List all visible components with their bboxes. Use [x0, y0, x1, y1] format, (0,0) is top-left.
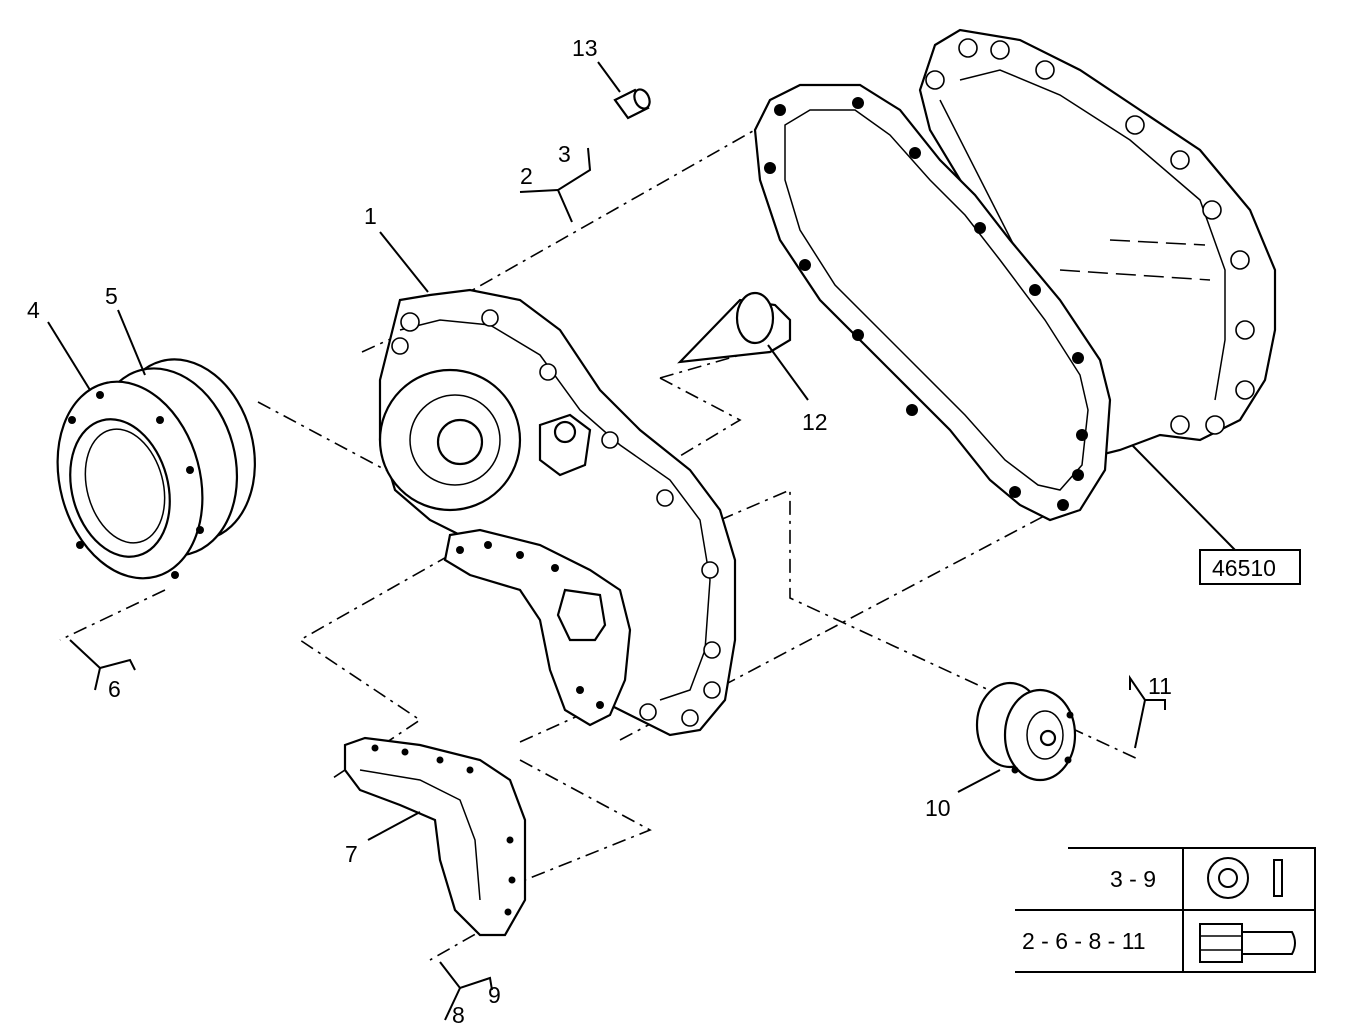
bolt-icon — [1199, 923, 1296, 963]
callout-6: 6 — [108, 676, 121, 702]
callout-7: 7 — [345, 841, 358, 867]
callout-11: 11 — [1148, 673, 1172, 699]
legend-table: 3 - 9 2 - 6 - 8 - 11 — [1015, 847, 1316, 973]
pump-flange — [975, 681, 1077, 782]
callout-3: 3 — [558, 141, 571, 167]
lower-cover — [343, 736, 527, 937]
breather-cone — [677, 291, 792, 364]
leader-lines — [47, 61, 1236, 1021]
bearing-retainer — [56, 358, 256, 580]
washer-icon — [1207, 857, 1283, 899]
reference-box: 46510 — [1199, 549, 1301, 585]
callout-4: 4 — [27, 297, 40, 323]
callout-9: 9 — [488, 982, 501, 1008]
inspection-plate — [443, 528, 632, 727]
callout-labels: 1 2 3 4 5 6 7 8 9 10 11 12 13 — [27, 35, 1172, 1028]
callout-8: 8 — [452, 1002, 465, 1028]
callout-13: 13 — [572, 35, 598, 61]
callout-1: 1 — [364, 203, 377, 229]
legend-row-1-label: 3 - 9 — [1110, 866, 1156, 892]
callout-5: 5 — [105, 283, 118, 309]
callout-10: 10 — [925, 795, 951, 821]
gasket — [753, 83, 1112, 522]
reference-box-label: 46510 — [1212, 555, 1276, 581]
dowel-pin — [613, 88, 651, 120]
legend-row-2-label: 2 - 6 - 8 - 11 — [1022, 928, 1146, 954]
callout-12: 12 — [802, 409, 828, 435]
front-cover — [378, 288, 737, 737]
callout-2: 2 — [520, 163, 533, 189]
